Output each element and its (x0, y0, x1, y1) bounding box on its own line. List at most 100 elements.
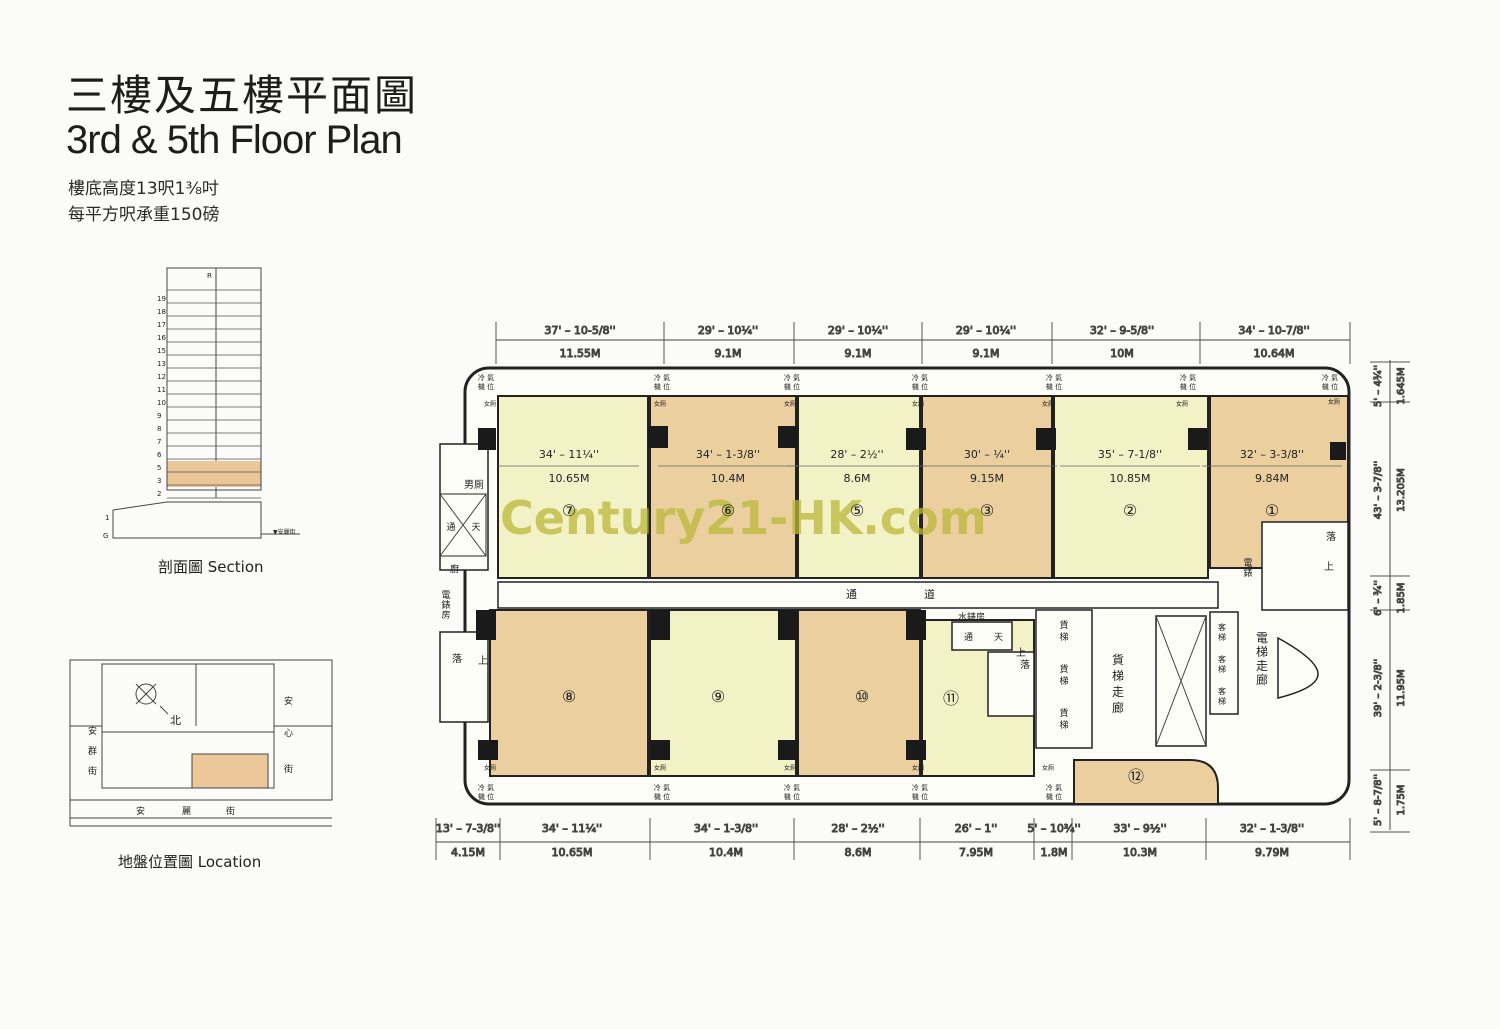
bottom-dimension-imperial: 28' – 2½'' (831, 822, 884, 835)
east-stair-down-label: 落 (1326, 531, 1336, 543)
section-floor-label: 8 (157, 425, 161, 433)
unit-number: ⑩ (855, 687, 869, 706)
ac-unit-label: 機 位 (1322, 382, 1338, 391)
passenger-lift-label: 梯 (1218, 664, 1226, 674)
ac-unit-label: 冷 氣 (784, 783, 800, 792)
street-bottom-1: 安 (136, 805, 145, 817)
bottom-dimension-metric: 10.4M (709, 846, 743, 859)
ac-unit-label: 冷 氣 (654, 783, 670, 792)
section-podium (112, 501, 262, 539)
female-wc-label: 女厠 (784, 764, 796, 772)
top-dimension-metric: 9.1M (845, 347, 872, 360)
section-floor-label: G (103, 532, 108, 540)
floor-load-spec: 每平方呎承重150磅 (68, 205, 220, 225)
section-floor-label: 6 (157, 451, 162, 459)
location-caption: 地盤位置圖 Location (118, 853, 262, 871)
unit-7 (497, 395, 649, 579)
lightwell-west (439, 493, 487, 557)
section-floor-label: 16 (157, 334, 166, 342)
location-site-highlight (191, 753, 269, 789)
unit-5 (797, 395, 921, 579)
corridor-label-2: 道 (924, 587, 935, 601)
ac-unit-label: 機 位 (784, 792, 800, 801)
section-floor-label: 2 (157, 490, 161, 498)
ac-unit-label: 機 位 (654, 792, 670, 801)
bottom-dimension-metric: 9.79M (1255, 846, 1289, 859)
passenger-lift-label: 客 (1218, 622, 1226, 632)
unit-2 (1053, 395, 1209, 579)
section-tower-outline (166, 267, 262, 491)
location-map: 北 安 群 街 安 心 街 安 麗 街 (69, 659, 333, 827)
unit-number: ⑫ (1128, 767, 1144, 786)
female-wc-label: 女厠 (1176, 400, 1188, 408)
bottom-dimension-imperial: 34' – 11¼'' (542, 822, 602, 835)
unit-dimension-imperial: 32' – 3-3/8'' (1240, 448, 1304, 461)
lift-lobby-label: 電 (1256, 631, 1268, 645)
cargo-lift-label: 貨 (1059, 619, 1068, 631)
section-floor-label: 18 (157, 308, 166, 316)
passenger-lift-label: 梯 (1218, 632, 1226, 642)
street-right-2: 心 (284, 728, 293, 739)
watermark: Century21-HK.com (500, 491, 987, 545)
ac-unit-label: 冷 氣 (1046, 783, 1062, 792)
passenger-lift-label: 客 (1218, 654, 1226, 664)
unit-dimension-imperial: 35' – 7-1/8'' (1098, 448, 1162, 461)
street-left-1: 安 (88, 725, 97, 737)
right-dimension-metric: 1.75M (1396, 785, 1407, 816)
unit-12 (1073, 759, 1219, 805)
top-dimension-metric: 9.1M (715, 347, 742, 360)
section-floor-label: 17 (157, 321, 166, 329)
central-stair (987, 651, 1035, 717)
lightwell-central (951, 621, 1013, 651)
unit-10 (797, 609, 921, 777)
ac-unit-label: 機 位 (654, 382, 670, 391)
ac-unit-label: 機 位 (1046, 382, 1062, 391)
cargo-lobby-label: 梯 (1112, 669, 1124, 683)
compass-icon (135, 683, 157, 705)
unit-3 (921, 395, 1053, 579)
top-dimension-imperial: 32' – 9-5/8'' (1090, 324, 1154, 337)
bottom-dimension-metric: 10.65M (552, 846, 593, 859)
female-wc-label: 女厠 (1042, 764, 1054, 772)
top-dimension-metric: 10M (1110, 347, 1134, 360)
ac-unit-label: 冷 氣 (912, 783, 928, 792)
top-dimension-imperial: 29' – 10¼'' (828, 324, 888, 337)
lift-lobby-label: 梯 (1256, 645, 1268, 659)
top-dimension-metric: 9.1M (973, 347, 1000, 360)
unit-number: ⑦ (562, 501, 576, 520)
unit-number: ② (1123, 501, 1137, 520)
bottom-dimension-imperial: 34' – 1-3/8'' (694, 822, 758, 835)
section-floor-label: 15 (157, 347, 166, 355)
street-left-3: 街 (88, 765, 97, 777)
section-floor-label: 5 (157, 464, 161, 472)
ac-unit-label: 冷 氣 (1322, 373, 1338, 382)
street-right-3: 街 (284, 763, 293, 775)
west-stair (439, 631, 489, 723)
right-dimension-imperial: 39' – 2-3/8'' (1373, 659, 1384, 717)
elec-room-label: 錶 (441, 599, 450, 611)
section-floor-label: 10 (157, 399, 166, 407)
central-stair-down-label: 落 (1020, 659, 1030, 671)
corridor (497, 581, 1219, 609)
section-street-label: ▼安麗街 (273, 528, 296, 536)
unit-dimension-metric: 9.84M (1255, 472, 1289, 485)
unit-dimension-imperial: 28' – 2½'' (830, 448, 883, 461)
female-wc-label: 女厠 (654, 764, 666, 772)
right-dimension-imperial: 5' – 8-7/8'' (1373, 774, 1384, 826)
section-floor-label: 12 (157, 373, 166, 381)
top-dimension-imperial: 29' – 10¼'' (698, 324, 758, 337)
lift-lobby-label: 走 (1256, 659, 1268, 673)
cargo-lift-label: 梯 (1059, 631, 1068, 643)
cargo-lift-shaft (1035, 609, 1093, 749)
female-wc-label: 女厠 (912, 400, 924, 408)
section-floor-label: 13 (157, 360, 166, 368)
elec-room-label: 房 (441, 609, 450, 621)
bottom-dimension-metric: 10.3M (1123, 846, 1157, 859)
east-stair (1261, 521, 1349, 611)
top-dimension-imperial: 29' – 10¼'' (956, 324, 1016, 337)
unit-dimension-imperial: 30' – ¼'' (964, 448, 1010, 461)
lightwell-label: 通 (446, 522, 455, 533)
unit-number: ⑨ (711, 687, 725, 706)
